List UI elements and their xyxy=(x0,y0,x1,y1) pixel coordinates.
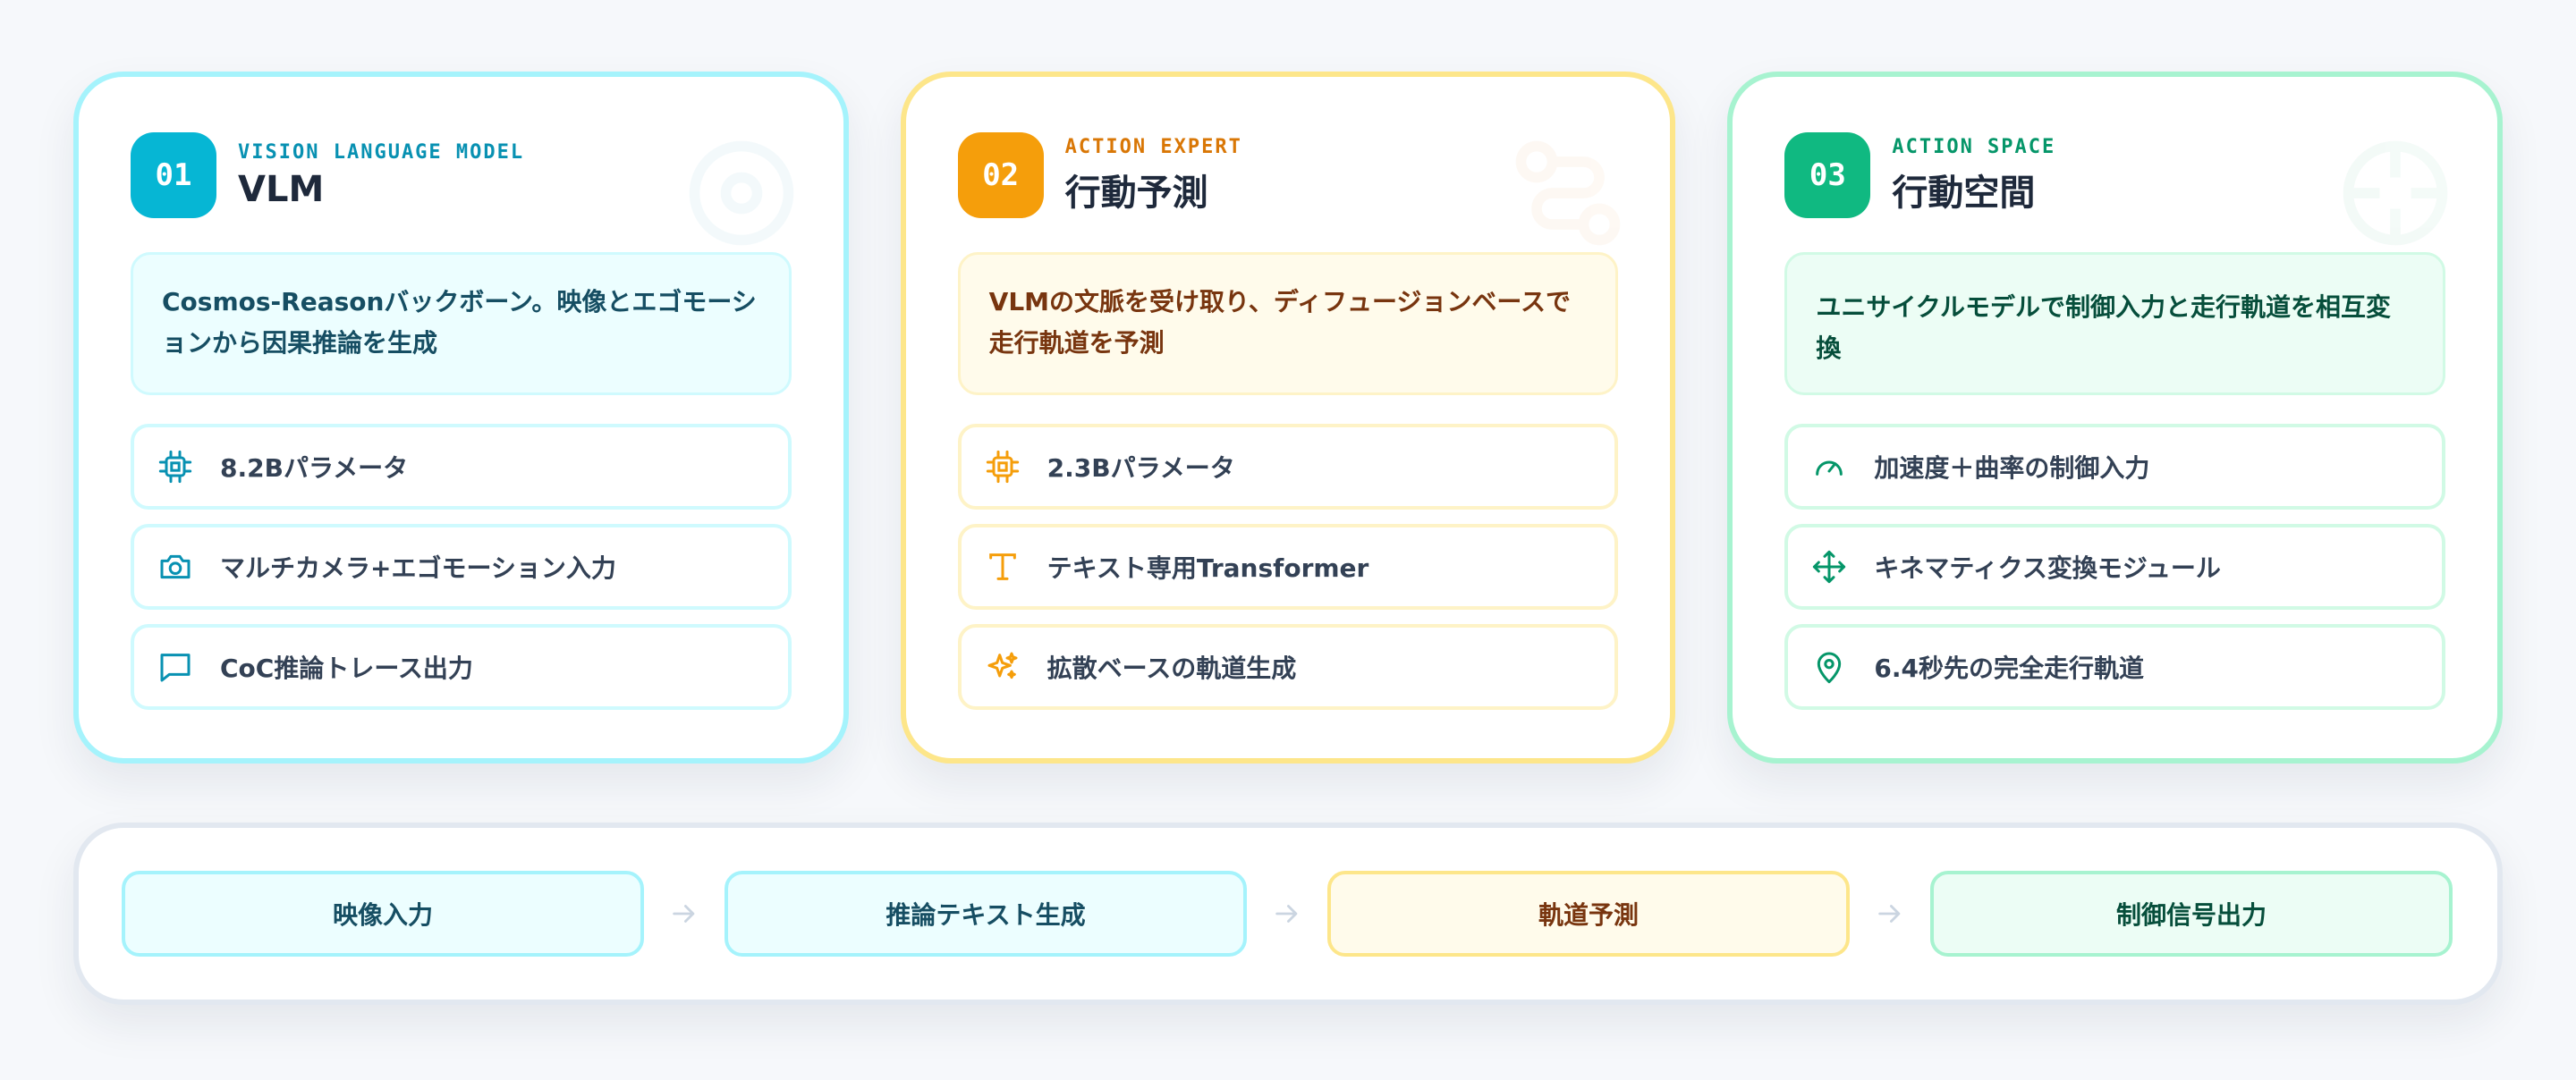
text-icon xyxy=(985,549,1021,585)
sparkles-icon xyxy=(985,649,1021,685)
feature-label: 加速度＋曲率の制御入力 xyxy=(1874,453,2150,483)
arrow-right-icon xyxy=(1850,899,1930,929)
feature-label: 8.2Bパラメータ xyxy=(220,453,409,483)
card-number-badge: 01 xyxy=(131,132,216,218)
feature-item: テキスト専用Transformer xyxy=(957,524,1619,610)
feature-label: テキスト専用Transformer xyxy=(1046,553,1369,583)
feature-label: CoC推論トレース出力 xyxy=(220,654,473,683)
chat-icon xyxy=(157,649,193,685)
feature-item: 拡散ベースの軌道生成 xyxy=(957,624,1619,710)
eye-watermark-icon xyxy=(689,140,794,246)
card-header: 03 ACTION SPACE 行動空間 xyxy=(1784,132,2445,218)
card-action-space: 03 ACTION SPACE 行動空間 ユニサイクルモデルで制御入力と走行軌道… xyxy=(1727,72,2504,764)
card-number-badge: 03 xyxy=(1784,132,1871,218)
architecture-cards: 01 VISION LANGUAGE MODEL VLM Cosmos-Reas… xyxy=(73,72,2504,764)
feature-label: キネマティクス変換モジュール xyxy=(1874,553,2221,583)
card-action-expert: 02 ACTION EXPERT 行動予測 VLMの文脈を受け取り、ディフュージ… xyxy=(900,72,1676,764)
feature-item: 8.2Bパラメータ xyxy=(131,424,792,510)
route-watermark-icon xyxy=(1516,140,1621,246)
target-watermark-icon xyxy=(2343,140,2448,246)
flow-step: 映像入力 xyxy=(122,871,644,957)
card-description: ユニサイクルモデルで制御入力と走行軌道を相互変換 xyxy=(1784,252,2446,395)
card-number-badge: 02 xyxy=(957,132,1044,218)
feature-item: マルチカメラ+エゴモーション入力 xyxy=(131,524,792,610)
feature-item: 2.3Bパラメータ xyxy=(957,424,1619,510)
feature-label: 2.3Bパラメータ xyxy=(1046,453,1235,483)
flow-step: 推論テキスト生成 xyxy=(724,871,1247,957)
card-vlm: 01 VISION LANGUAGE MODEL VLM Cosmos-Reas… xyxy=(73,72,849,764)
move-icon xyxy=(1811,549,1847,585)
card-header: 01 VISION LANGUAGE MODEL VLM xyxy=(131,132,792,218)
camera-icon xyxy=(157,549,193,585)
feature-label: マルチカメラ+エゴモーション入力 xyxy=(220,553,616,583)
feature-label: 6.4秒先の完全走行軌道 xyxy=(1874,654,2144,683)
card-title: 行動空間 xyxy=(1892,172,2036,214)
card-title: 行動予測 xyxy=(1064,172,1208,214)
feature-item: 6.4秒先の完全走行軌道 xyxy=(1784,624,2446,710)
card-title: VLM xyxy=(238,168,325,210)
pipeline-flow: 映像入力 推論テキスト生成 軌道予測 制御信号出力 xyxy=(73,823,2503,1005)
gauge-icon xyxy=(1811,449,1847,485)
card-kicker: VISION LANGUAGE MODEL xyxy=(238,140,525,164)
card-kicker: ACTION SPACE xyxy=(1892,135,2056,158)
feature-item: CoC推論トレース出力 xyxy=(131,624,792,710)
card-header: 02 ACTION EXPERT 行動予測 xyxy=(957,132,1619,218)
card-description: Cosmos-Reasonバックボーン。映像とエゴモーションから因果推論を生成 xyxy=(131,252,792,395)
flow-step: 軌道予測 xyxy=(1327,871,1850,957)
card-kicker: ACTION EXPERT xyxy=(1064,135,1242,158)
flow-step: 制御信号出力 xyxy=(1930,871,2453,957)
cpu-icon xyxy=(985,449,1021,485)
feature-label: 拡散ベースの軌道生成 xyxy=(1046,654,1297,683)
arrow-right-icon xyxy=(1247,899,1327,929)
feature-item: キネマティクス変換モジュール xyxy=(1784,524,2446,610)
map-pin-icon xyxy=(1811,649,1847,685)
cpu-icon xyxy=(157,449,193,485)
feature-item: 加速度＋曲率の制御入力 xyxy=(1784,424,2446,510)
card-description: VLMの文脈を受け取り、ディフュージョンベースで走行軌道を予測 xyxy=(957,252,1619,395)
arrow-right-icon xyxy=(644,899,724,929)
